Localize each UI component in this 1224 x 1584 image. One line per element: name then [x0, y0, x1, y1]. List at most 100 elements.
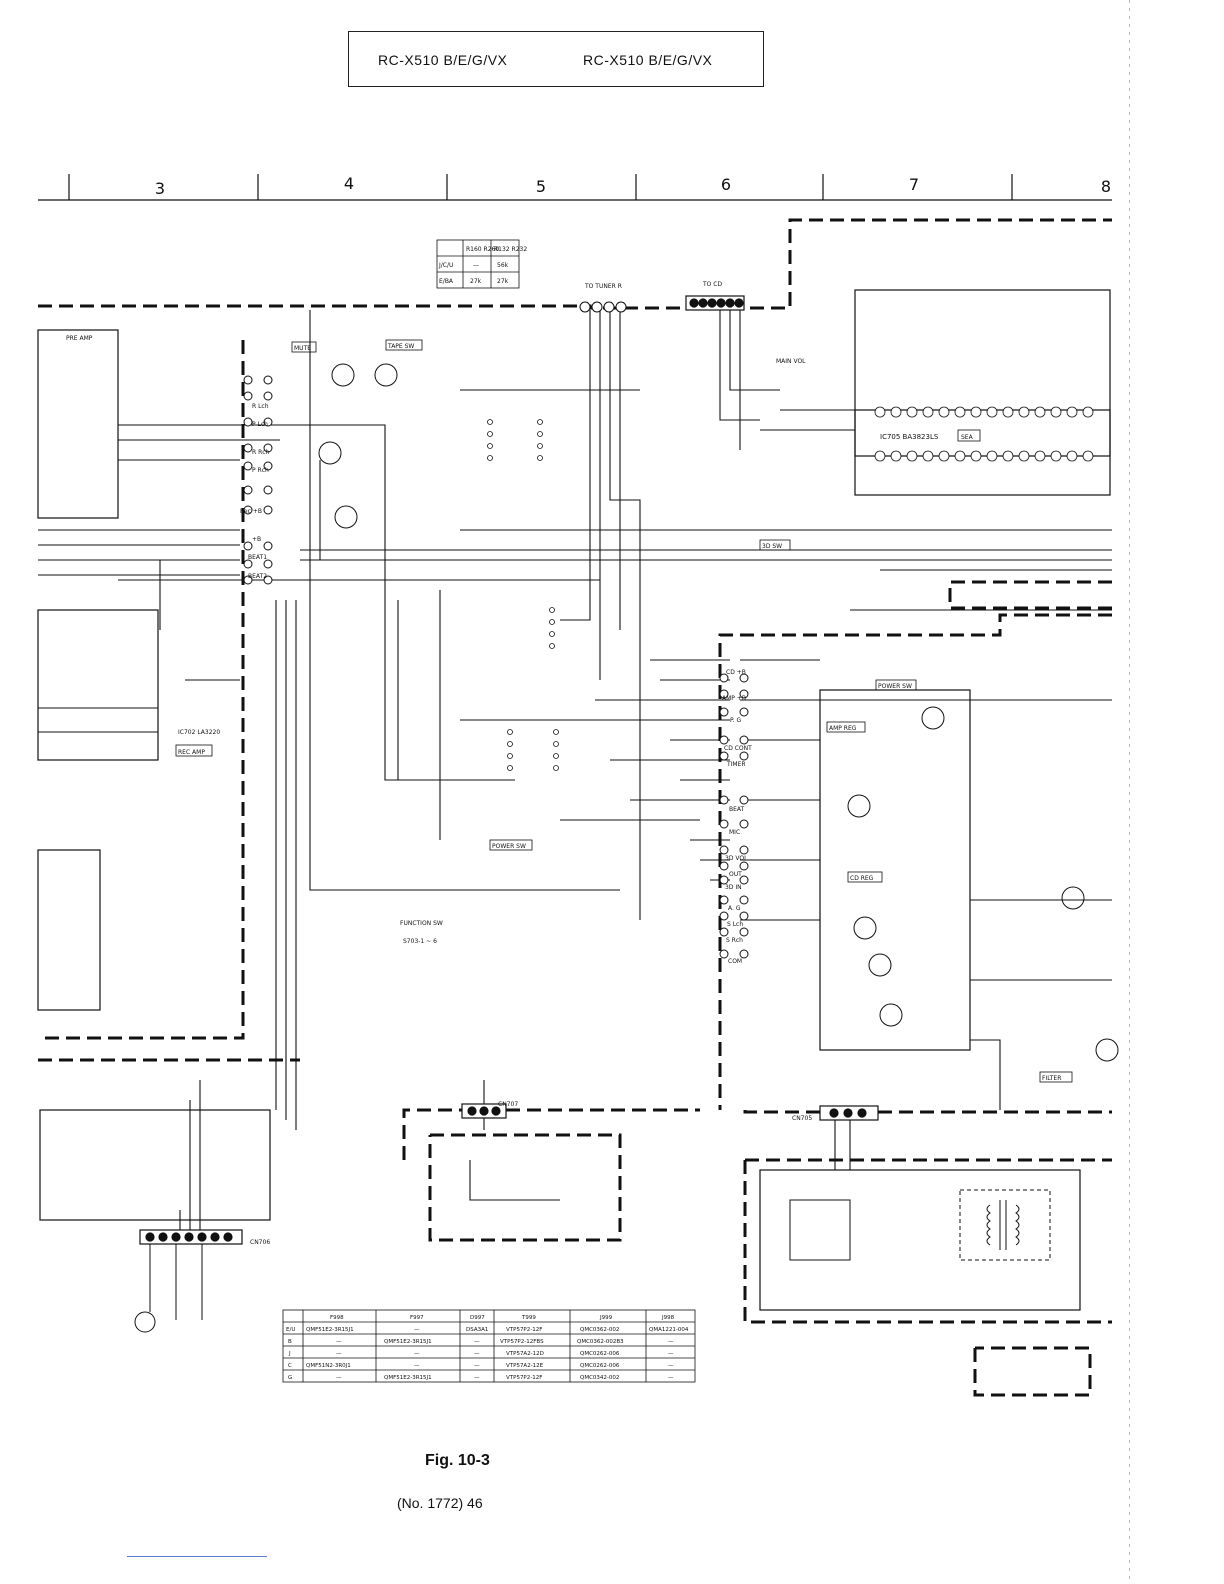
- left-connector-label: R Lch: [252, 403, 269, 410]
- center-connector-label: A. G: [728, 905, 741, 912]
- parts-cell: VTP57P2-12F: [506, 1375, 542, 1381]
- parts-header: D997: [470, 1315, 485, 1321]
- parts-cell: VTP57P2-12F: [506, 1327, 542, 1333]
- center-connector-label: 3D VOL: [725, 855, 748, 862]
- left-connector-label: +B: [252, 536, 261, 543]
- header-model-left: RC-X510 B/E/G/VX: [378, 52, 507, 68]
- cn705-label: CN705: [792, 1115, 812, 1122]
- ic702-body: [38, 708, 158, 732]
- ic702-label: IC702 LA3220: [178, 729, 220, 736]
- parts-cell: QMF51E2-3R15J1: [384, 1339, 432, 1345]
- parts-cell: QMC0262-006: [580, 1351, 620, 1357]
- figure-caption: Fig. 10-3: [425, 1452, 490, 1470]
- parts-header: J998: [661, 1315, 675, 1321]
- parts-cell: —: [474, 1375, 480, 1381]
- pre-amp-label: PRE AMP: [66, 335, 93, 342]
- grid-label: 4: [344, 174, 354, 193]
- tuner-label: TO TUNER R: [584, 283, 622, 290]
- ic705-label: IC705 BA3823LS: [880, 433, 939, 441]
- left-connector-label: Rec +B: [240, 508, 262, 515]
- function-sw-label: FUNCTION SW: [400, 920, 443, 927]
- 3d-sw-label: 3D SW: [762, 543, 782, 550]
- parts-cell: —: [414, 1351, 420, 1357]
- parts-cell: QMC0362-002: [580, 1327, 619, 1333]
- parts-cell: —: [336, 1375, 342, 1381]
- cn706-label: CN706: [250, 1239, 270, 1246]
- parts-cell: QMF51E2-3R15J1: [384, 1375, 432, 1381]
- resistor-table-cell: R132 R232: [494, 246, 527, 253]
- parts-cell: —: [474, 1351, 480, 1357]
- rec-amp-label: REC AMP: [178, 749, 205, 756]
- resistor-table-cell: J/C/U: [438, 262, 453, 269]
- parts-cell: B: [288, 1339, 292, 1345]
- resistor-table-cell: 56k: [497, 262, 509, 269]
- page-edge: [1129, 0, 1130, 1584]
- center-connector-label: S Lch: [727, 921, 743, 928]
- pcb-boundaries: [38, 220, 1112, 1395]
- parts-cell: —: [668, 1351, 674, 1357]
- parts-cell: QMC0342-002: [580, 1375, 619, 1381]
- switch-contacts: [488, 420, 559, 771]
- tape-sw-label: TAPE SW: [387, 343, 414, 350]
- block-outlines: [38, 290, 1110, 1310]
- center-connector-label: MIC: [729, 829, 740, 836]
- parts-cell: —: [668, 1339, 674, 1345]
- center-connector-label: CD CONT: [724, 745, 752, 752]
- center-connector-label: BEAT: [729, 806, 745, 813]
- resistor-table-cell: —: [473, 262, 479, 269]
- parts-cell: QMF51N2-3R0J1: [306, 1363, 351, 1369]
- left-connector-label: BEAT1: [248, 554, 267, 561]
- label-boxes: [292, 340, 1072, 1082]
- center-connector-label: TIMER: [726, 761, 746, 768]
- schematic-diagram: 3 4 5 6 7 8 R160 R260 R132 R232 J/C/U — …: [0, 160, 1130, 1440]
- parts-header: F998: [330, 1315, 344, 1321]
- cd-reg-label: CD REG: [850, 875, 874, 882]
- center-connector-label: P. G: [730, 717, 741, 724]
- parts-cell: —: [668, 1363, 674, 1369]
- cd-connector: [686, 296, 744, 310]
- power-section: [790, 1190, 1050, 1260]
- left-connector-label: P Rch: [252, 467, 269, 474]
- parts-cell: QMC0362-002B3: [577, 1339, 624, 1345]
- sea-label: SEA: [961, 434, 974, 441]
- parts-cell: —: [414, 1363, 420, 1369]
- s703-label: S703-1 ~ 6: [403, 938, 437, 945]
- center-connector-label: AMP +B: [722, 695, 746, 702]
- parts-cell: —: [414, 1327, 420, 1333]
- parts-cell: —: [474, 1363, 480, 1369]
- parts-cell: QMF51E2-3R15J1: [306, 1327, 354, 1333]
- parts-header: J999: [599, 1315, 613, 1321]
- center-connector-label: CD +B: [726, 669, 746, 676]
- parts-table: [283, 1310, 695, 1382]
- divider: [127, 1556, 267, 1557]
- signal-wiring: [38, 310, 1112, 1235]
- parts-cell: G: [288, 1375, 292, 1381]
- parts-cell: VTP57A2-12D: [506, 1351, 544, 1357]
- grid-label: 6: [721, 175, 731, 194]
- grid-label: 3: [155, 179, 165, 198]
- power-sw-label: POWER SW: [492, 843, 526, 850]
- grid-label: 5: [536, 177, 546, 196]
- parts-cell: VTP57P2-12FBS: [500, 1339, 544, 1345]
- parts-cell: VTP57A2-12E: [506, 1363, 544, 1369]
- mute-label: MUTE: [294, 345, 311, 352]
- header-model-right: RC-X510 B/E/G/VX: [583, 52, 712, 68]
- parts-cell: QMC0262-006: [580, 1363, 620, 1369]
- parts-cell: QMA1221-004: [649, 1327, 689, 1333]
- parts-cell: J: [288, 1351, 291, 1357]
- filter-label: FILTER: [1042, 1075, 1061, 1082]
- parts-cell: —: [474, 1339, 480, 1345]
- parts-table-text: F998 F997 D997 T999 J999 J998 E/U QMF51E…: [286, 1315, 689, 1381]
- parts-cell: DSA3A1: [466, 1327, 488, 1333]
- grid-ruler: [38, 174, 1112, 200]
- resistor-table-cell: 27k: [470, 278, 482, 285]
- parts-cell: —: [668, 1375, 674, 1381]
- main-vol-label: MAIN VOL: [776, 358, 806, 365]
- center-connector-label: S Rch: [726, 937, 743, 944]
- grid-label: 7: [909, 175, 919, 194]
- motor-symbol: [135, 1244, 202, 1332]
- parts-cell: —: [336, 1339, 342, 1345]
- parts-cell: —: [336, 1351, 342, 1357]
- parts-cell: C: [288, 1363, 292, 1369]
- parts-cell: E/U: [286, 1327, 295, 1333]
